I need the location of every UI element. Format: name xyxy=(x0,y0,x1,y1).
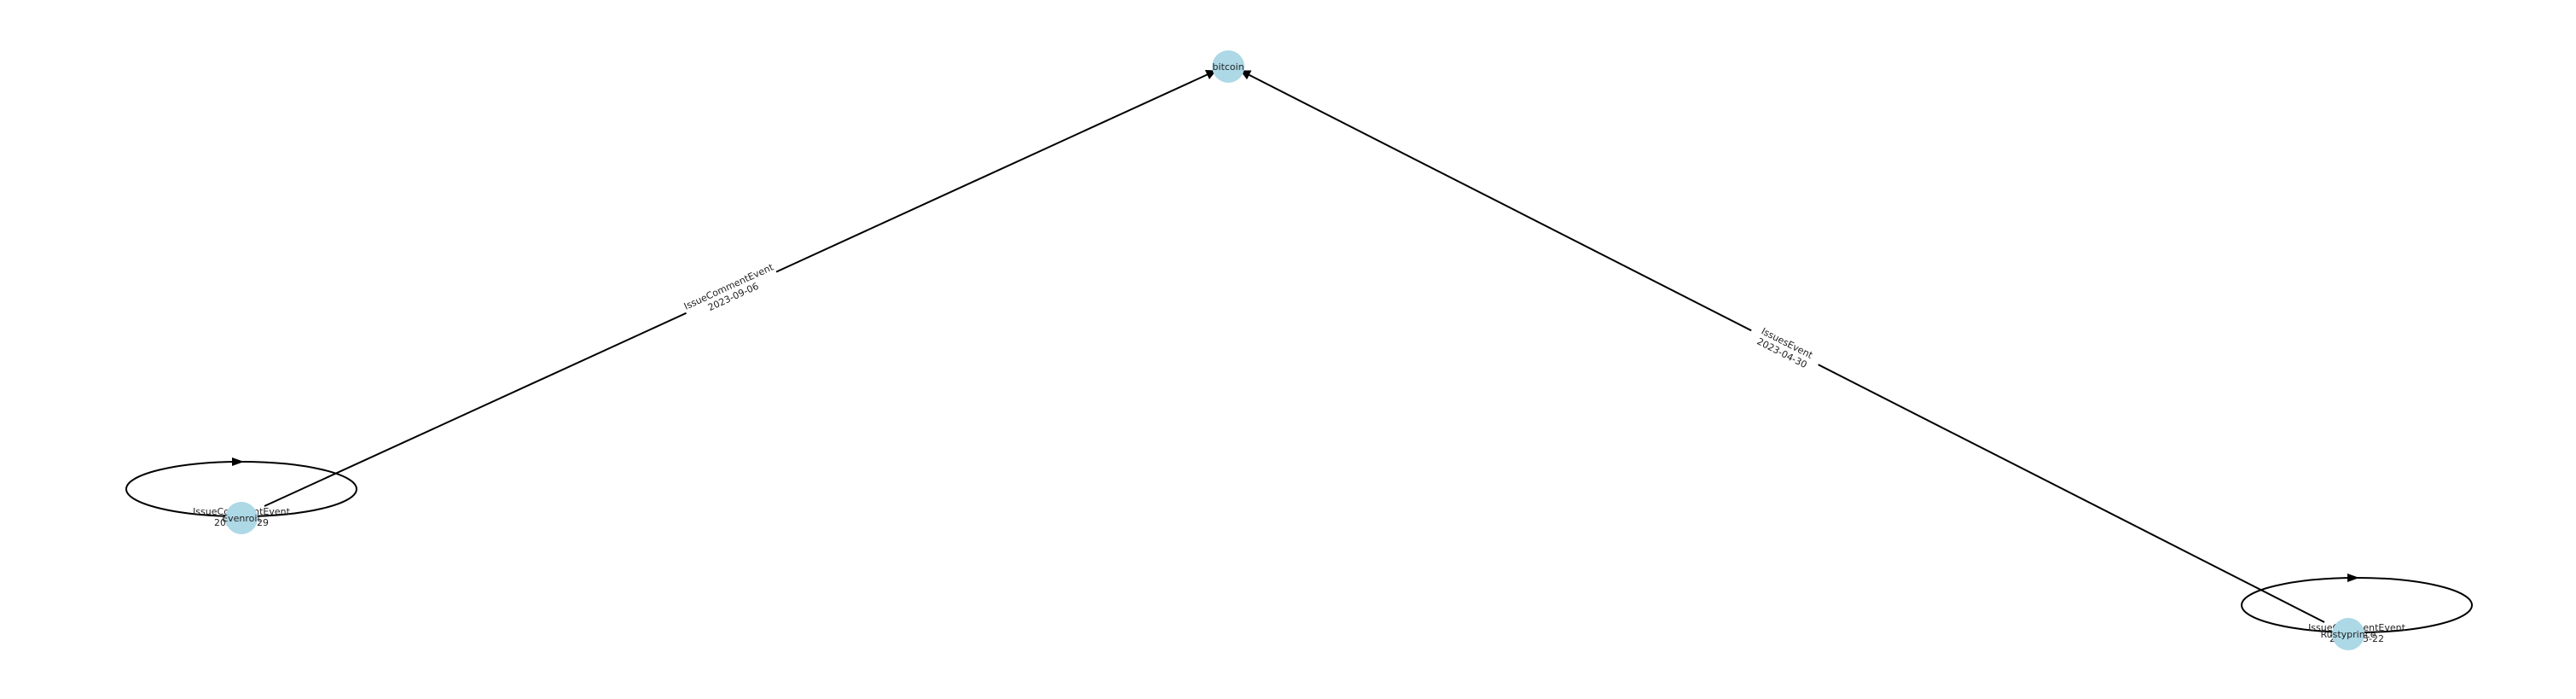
node-bitcoin[interactable]: bitcoin xyxy=(1212,50,1244,83)
edge-label-bg xyxy=(681,260,781,323)
edge-label-bg xyxy=(1745,320,1824,376)
node-label: bitcoin xyxy=(1212,61,1244,73)
node-circle xyxy=(1212,50,1244,83)
edge-rustyprince-bitcoin: IssuesEvent 2023-04-30 xyxy=(1239,70,2325,623)
node-label: Rustyprince xyxy=(2320,629,2376,640)
node-circle xyxy=(225,502,258,534)
node-circle xyxy=(2332,618,2364,650)
edge-evenroit-bitcoin: IssueCommentEvent 2023-09-06 xyxy=(264,70,1217,507)
self-loop-arrowhead xyxy=(232,457,244,466)
node-label: Evenroit xyxy=(222,513,261,524)
node-rustyprince[interactable]: Rustyprince xyxy=(2320,618,2376,650)
self-loop-arrowhead xyxy=(2347,574,2359,582)
node-evenroit[interactable]: Evenroit xyxy=(222,502,261,534)
